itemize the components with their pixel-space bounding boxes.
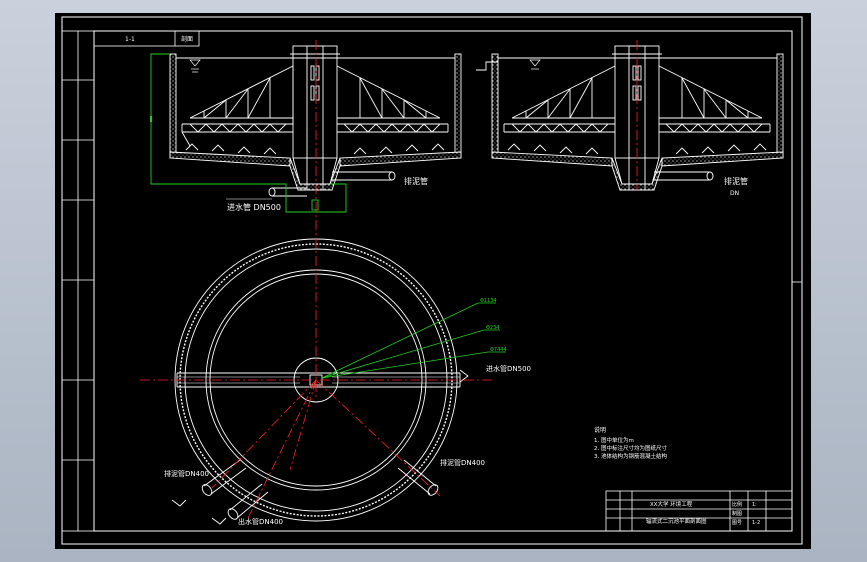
title-sheet-label: 图号 [732,520,742,526]
plan-dimension-leaders [321,302,506,379]
dim-label-3: Φ7444 [490,347,507,353]
dim-label-2: Φ234 [486,325,499,331]
notes-line-3: 3. 池体结构为钢筋混凝土结构 [594,452,667,460]
notes-line-2: 2. 图中标注尺寸均为图纸尺寸 [594,444,667,452]
title-company: XX大学 环境工程 [650,500,693,508]
drawing-canvas[interactable]: 1-1 剖面 [55,13,811,549]
label-plan-sludge-right: 排泥管DN400 [440,458,485,467]
notes-line-1: 1. 图中单位为m [594,436,634,444]
plan-center-lines [140,220,494,519]
notes-block: 说明 1. 图中单位为m 2. 图中标注尺寸均为图纸尺寸 3. 池体结构为钢筋混… [594,426,667,460]
dim-label-1: Φ1134 [480,298,497,304]
binding-strip [61,30,95,532]
section-view-left [169,45,462,197]
label-plan-inlet: 进水管DN500 [486,364,531,373]
green-leaders-left [150,53,347,213]
title-drawn-label: 制图 [732,510,742,517]
label-inlet-left: 进水管 DN500 [227,202,281,212]
drawing-border [93,30,793,532]
title-scale-label: 比例 [732,501,742,508]
header-box: 1-1 剖面 [93,30,200,47]
title-block [605,490,793,532]
label-sludge-left: 排泥管 [404,176,428,186]
label-plan-sludge-left: 排泥管DN400 [164,469,209,478]
label-sludge-right-sub: DN [730,190,739,197]
title-drawing: 辐流式二沉池平面剖面图 [646,517,707,525]
cad-drawing: 1-1 剖面 [61,16,803,545]
title-sheet-value: 1-2 [752,520,760,526]
notes-title: 说明 [594,426,606,434]
label-sludge-right: 排泥管 [724,176,748,186]
header-right: 剖面 [181,35,193,43]
title-scale-value: 1: [752,502,757,508]
plan-view [171,238,469,525]
label-plan-outlet: 出水管DN400 [238,517,283,526]
header-left: 1-1 [125,36,135,43]
section-view-right [476,45,784,191]
